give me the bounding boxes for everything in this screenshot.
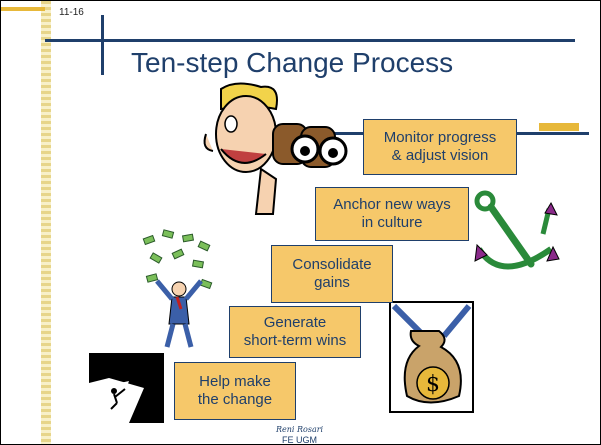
step-box-monitor-progress: Monitor progress & adjust vision <box>363 119 517 175</box>
footer: Reni Rosari FE UGM <box>276 425 324 445</box>
step-box-consolidate-gains: Consolidate gains <box>271 245 393 303</box>
decorative-stripe <box>41 1 51 444</box>
slide-title: Ten-step Change Process <box>131 47 454 78</box>
title-rule <box>45 39 575 42</box>
step-line-1: Anchor new ways <box>333 196 451 213</box>
step-line-2: the change <box>197 391 273 408</box>
vertical-rule <box>101 15 104 75</box>
footer-author: Reni Rosari <box>276 425 324 434</box>
step-line-1: Help make <box>199 373 271 390</box>
binoculars-man-clipart <box>203 82 348 215</box>
step-line-1: Generate <box>263 314 327 331</box>
anchor-clipart <box>474 190 560 270</box>
money-rain-man-clipart <box>142 229 213 348</box>
money-bag-clipart: $ <box>389 301 474 413</box>
climbers-clipart <box>89 353 164 423</box>
step-box-help-make-the-change: Help make the change <box>174 362 296 420</box>
step-line-1: Monitor progress <box>383 129 497 146</box>
step-line-2: & adjust vision <box>391 147 489 164</box>
step-line-2: gains <box>314 274 350 291</box>
corner-accent <box>1 7 45 11</box>
step-line-1: Consolidate <box>292 256 372 273</box>
step-box-generate-short-term-wins: Generate short-term wins <box>229 306 361 358</box>
step-box-anchor-new-ways: Anchor new ways in culture <box>315 187 469 241</box>
slide-number: 11-16 <box>59 7 84 18</box>
step-line-2: short-term wins <box>243 332 347 349</box>
step-line-2: in culture <box>361 214 423 231</box>
step-rule-accent <box>539 123 579 131</box>
footer-institution: FE UGM <box>282 435 318 445</box>
svg-text:$: $ <box>426 372 440 397</box>
